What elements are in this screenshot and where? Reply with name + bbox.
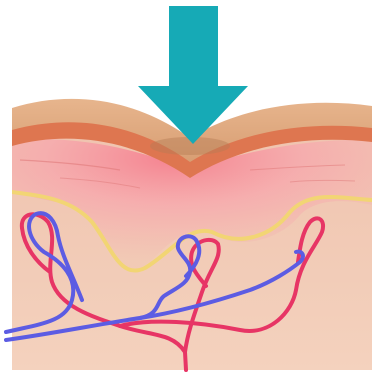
skin-pressure-diagram xyxy=(0,0,380,381)
diagram-svg xyxy=(0,0,380,381)
